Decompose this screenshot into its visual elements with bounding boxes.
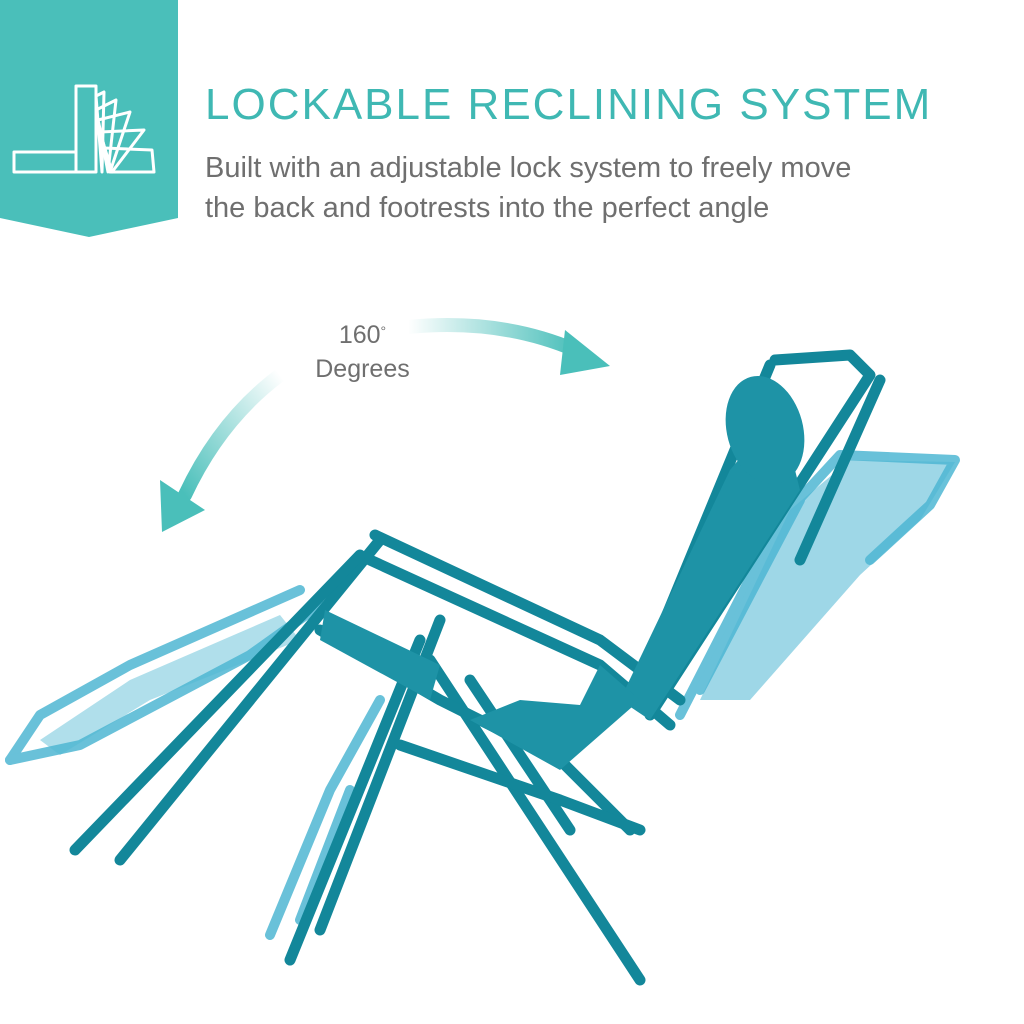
feature-description: Built with an adjustable lock system to … <box>205 148 1005 228</box>
curved-double-arrow-icon <box>160 318 610 532</box>
description-line-1: Built with an adjustable lock system to … <box>205 152 852 184</box>
description-line-2: the back and footrests into the perfect … <box>205 192 770 224</box>
angle-unit-label: Degrees <box>315 355 410 383</box>
recline-angle-label: 160° Degrees <box>300 318 425 386</box>
zero-gravity-reclining-chair <box>5 349 960 986</box>
reclining-angles-icon <box>12 84 156 174</box>
feature-title: LOCKABLE RECLINING SYSTEM <box>205 80 933 129</box>
feature-badge <box>0 0 178 237</box>
angle-value: 160° <box>338 321 387 349</box>
